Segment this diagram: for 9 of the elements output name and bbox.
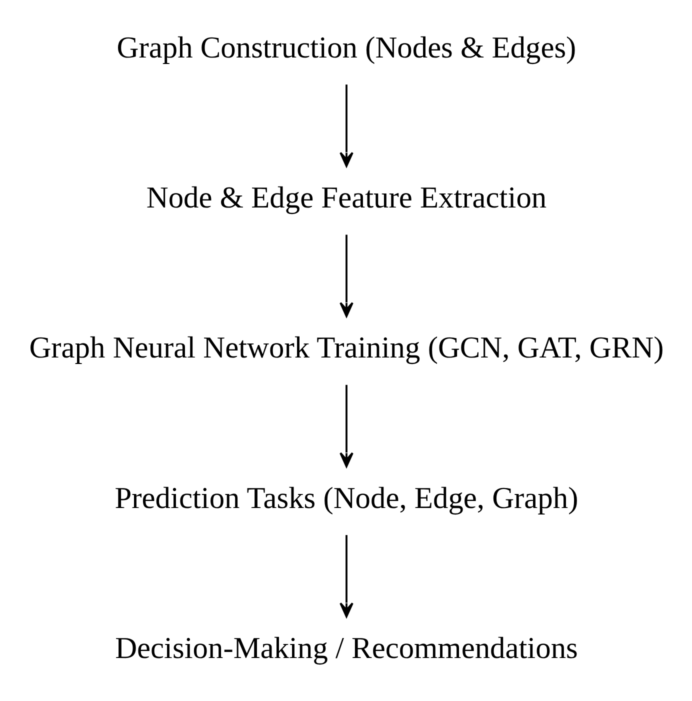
node-text: Prediction Tasks (Node, Edge, Graph): [114, 480, 578, 515]
arrow: [339, 535, 353, 618]
node-text: Graph Construction (Nodes & Edges): [116, 30, 576, 64]
node-text: Graph Neural Network Training (GCN, GAT, GRN): [28, 330, 664, 365]
arrow: [339, 84, 353, 167]
node-text: Node & Edge Feature Extraction: [146, 180, 546, 215]
node-text: Decision-Making / Recommendations: [114, 631, 578, 666]
arrow: [339, 384, 353, 468]
arrow: [339, 234, 353, 318]
